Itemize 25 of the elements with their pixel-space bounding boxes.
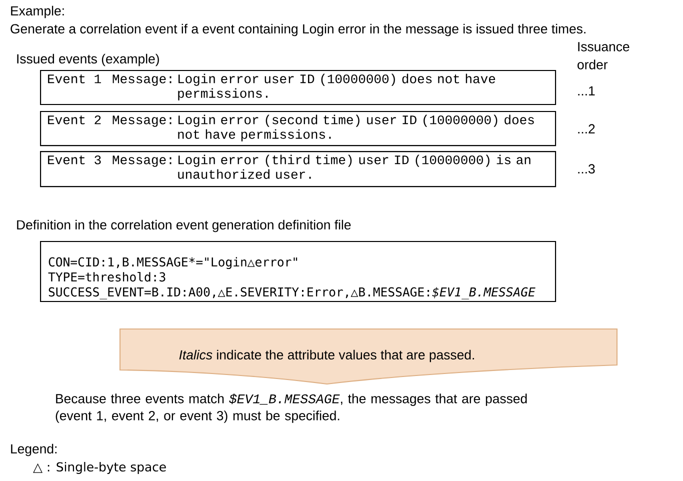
event-box <box>40 70 556 106</box>
event-box <box>40 111 556 146</box>
field-label: Message: <box>112 156 172 167</box>
heading: Example: <box>11 6 64 18</box>
order-number: ...2 <box>578 124 595 134</box>
event-number: Event 2 <box>48 115 101 124</box>
message-text: Login error (third time) user ID (10000000) is an unauthorized user. <box>178 154 530 179</box>
order-number: ...1 <box>578 86 595 96</box>
event-box <box>40 151 556 188</box>
order-number: ...3 <box>578 164 595 174</box>
code-line: CON=CID:1,B.MESSAGE*="Login△error" <box>48 257 298 270</box>
instruction-text: Generate a correlation event if a event containing Login error in the message is issued three times. <box>10 24 586 36</box>
message-text: Login error user ID (10000000) does not have permissions. <box>178 74 496 100</box>
column-heading: Issuance order <box>578 42 630 70</box>
legend-entry: △ : Single-byte space <box>33 462 166 474</box>
message-text: Login error (second time) user ID (10000000) does not have permissions. <box>178 114 534 142</box>
event-number: Event 1 <box>48 74 101 84</box>
code-line: SUCCESS_EVENT=B.ID:A00,△E.SEVERITY:Error,△B.MESSAGE:$EV1_B.MESSAGE <box>48 287 536 300</box>
field-label: Message: <box>112 116 172 127</box>
code-line: TYPE=threshold:3 <box>48 272 166 282</box>
event-number: Event 3 <box>48 155 101 164</box>
section-heading: Definition in the correlation event generation definition file <box>17 220 351 232</box>
callout-banner: Italics indicate the attribute values that are passed. <box>119 328 618 385</box>
legend-heading: Legend: <box>11 444 56 456</box>
field-label: Message: <box>112 74 172 86</box>
